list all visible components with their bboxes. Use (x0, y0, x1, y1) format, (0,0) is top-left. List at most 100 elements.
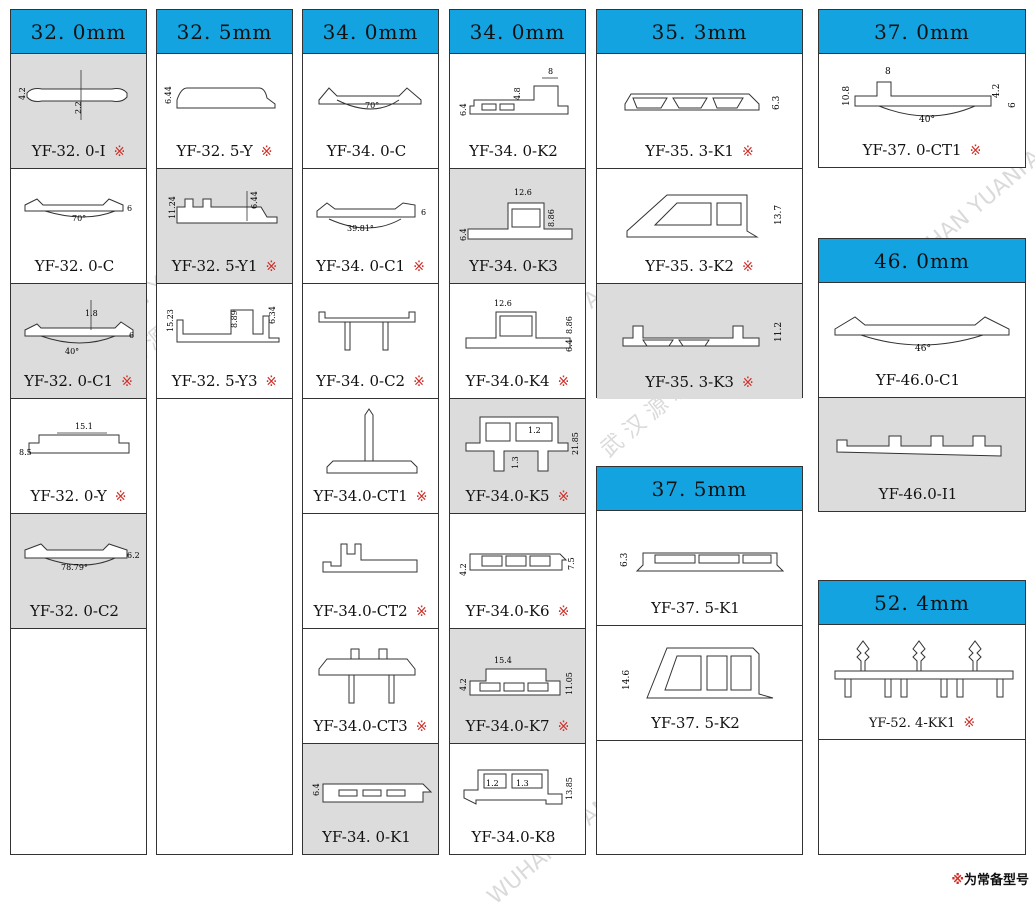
profile-drawing: 15.4 4.2 11.05 (459, 656, 574, 696)
dim-label: 8 (548, 67, 553, 76)
profile-drawing (834, 640, 1014, 698)
dim-label: 1.8 (85, 309, 98, 318)
profile-drawing: 6.3 (620, 552, 785, 572)
profile-label: YF-34. 0-K3 (469, 257, 558, 275)
dim-label: 46° (915, 344, 931, 354)
profile-cell: 1.8 40° 6 YF-32. 0-C1※ (11, 284, 146, 399)
profile-cell: 4.2 7.5 YF-34.0-K6※ (450, 514, 585, 629)
profile-cell: YF-34.0-CT1※ (303, 399, 438, 514)
profile-drawing: 14.6 (622, 647, 774, 699)
profile-label: YF-32. 0-C2 (30, 602, 119, 620)
dim-label: 6.34 (268, 306, 277, 324)
profile-drawing: 70° 6 (24, 198, 132, 223)
profile-drawing: 6.44 (164, 86, 276, 109)
dim-label: 12.6 (494, 299, 512, 308)
profile-cell: 15.4 4.2 11.05 YF-34.0-K7※ (450, 629, 585, 744)
profile-cell: 15.23 8.89 6.34 YF-32. 5-Y3※ (157, 284, 292, 399)
dim-label: 6.4 (312, 783, 321, 796)
profile-drawing (318, 648, 416, 704)
dim-label: 11.05 (565, 672, 574, 695)
profile-label: YF-32. 0-C (34, 257, 115, 275)
column-header: 32. 0mm (11, 10, 146, 54)
column-34-0-a: 34. 0mm 70° YF-34. 0-C 39.81° 6 YF-34. 0… (302, 9, 439, 855)
profile-drawing (322, 543, 418, 573)
profile-drawing: 1.2 1.3 13.85 (463, 769, 574, 805)
dim-label: 40° (919, 115, 935, 125)
dim-label: 11.24 (168, 196, 177, 219)
profile-label: YF-37. 0-CT1※ (862, 141, 982, 159)
column-37-0: 37. 0mm 8 10.8 4.2 6 40° YF-37. 0-CT1※ (818, 9, 1026, 168)
profile-label: YF-32. 0-Y※ (30, 487, 127, 505)
profile-cell: 6.4 YF-34. 0-K1 (303, 744, 438, 854)
profile-cell: 12.6 8.86 6.4 YF-34. 0-K3 (450, 169, 585, 284)
dim-label: 7.5 (567, 557, 576, 570)
dim-label: 6.3 (772, 95, 782, 110)
profile-drawing: 1.2 21.85 1.3 (465, 416, 580, 472)
profile-drawing (836, 435, 1002, 457)
profile-label: YF-34.0-K6※ (465, 602, 570, 620)
profile-label: YF-46.0-I1 (878, 485, 958, 503)
column-46-0: 46. 0mm 46° YF-46.0-C1 YF-46.0-I1 (818, 238, 1026, 512)
column-header: 37. 0mm (819, 10, 1025, 54)
profile-drawing (318, 311, 416, 351)
dim-label: 15.1 (75, 422, 93, 431)
column-header: 32. 5mm (157, 10, 292, 54)
dim-label: 13.85 (565, 777, 574, 800)
profile-cell: 12.6 8.86 6.4 YF-34.0-K4※ (450, 284, 585, 399)
profile-label: YF-34.0-K5※ (465, 487, 570, 505)
profile-drawing: 15.1 8.5 (19, 422, 130, 457)
profile-label: YF-37. 5-K2 (651, 714, 740, 732)
profile-drawing: 4.2 2.2 (18, 70, 128, 120)
dim-label: 6 (1008, 102, 1018, 108)
profile-cell: 46° YF-46.0-C1 (819, 283, 1025, 398)
dim-label: 6.4 (459, 228, 468, 241)
profile-label: YF-32. 0-I※ (31, 142, 126, 160)
profile-label: YF-35. 3-K1※ (645, 142, 754, 160)
dim-label: 4.2 (459, 563, 468, 576)
dim-label: 6 (129, 331, 134, 340)
profile-label: YF-37. 5-K1 (651, 599, 740, 617)
profile-drawing: 6.4 (312, 783, 433, 803)
dim-label: 2.2 (74, 101, 83, 114)
profile-label: YF-34.0-CT2※ (313, 602, 428, 620)
dim-label: 4.2 (18, 87, 27, 100)
dim-label: 4.8 (513, 87, 522, 100)
profile-label: YF-34.0-K8 (471, 828, 556, 846)
profile-drawing: 12.6 8.86 6.4 (465, 299, 574, 352)
dim-label: 21.85 (571, 432, 580, 455)
profile-cell: 6.44 YF-32. 5-Y※ (157, 54, 292, 169)
profile-drawing: 8 4.8 6.4 (459, 67, 569, 116)
dim-label: 6.2 (127, 551, 140, 560)
footnote: ※为常备型号 (951, 873, 1029, 888)
dim-label: 8 (885, 67, 891, 77)
dim-label: 1.3 (511, 456, 520, 469)
profile-cell: YF-46.0-I1 (819, 398, 1025, 511)
dim-label: 8.86 (547, 209, 556, 227)
profile-drawing: 15.23 8.89 6.34 (166, 306, 280, 343)
profile-cell: 13.7 YF-35. 3-K2※ (597, 169, 802, 284)
column-32-0: 32. 0mm 4.2 2.2 YF-32. 0-I※ 70° 6 YF-32.… (10, 9, 147, 855)
profile-cell: 6.3 YF-37. 5-K1 (597, 511, 802, 626)
dim-label: 39.81° (347, 224, 374, 233)
profile-label: YF-34. 0-K1 (322, 828, 411, 846)
dim-label: 40° (65, 347, 79, 356)
profile-cell: YF-34.0-CT3※ (303, 629, 438, 744)
profile-drawing: 78.79° 6.2 (24, 543, 140, 572)
profile-drawing: 12.6 8.86 6.4 (459, 188, 573, 241)
column-34-0-b: 34. 0mm 8 4.8 6.4 YF-34. 0-K2 12.6 8.86 … (449, 9, 586, 855)
dim-label: 15.4 (494, 656, 512, 665)
column-37-5: 37. 5mm 6.3 YF-37. 5-K1 14.6 YF-37. 5-K2 (596, 466, 803, 855)
column-52-4: 52. 4mm YF-52. 4-KK1※ (818, 580, 1026, 855)
profile-drawing: 4.2 7.5 (459, 553, 576, 576)
dim-label: 11.2 (774, 322, 784, 342)
profile-cell: 14.6 YF-37. 5-K2 (597, 626, 802, 741)
profile-drawing (326, 408, 418, 474)
column-header: 37. 5mm (597, 467, 802, 511)
dim-label: 8.5 (19, 448, 32, 457)
dim-label: 4.2 (992, 84, 1002, 98)
profile-cell: 8 4.8 6.4 YF-34. 0-K2 (450, 54, 585, 169)
profile-label: YF-35. 3-K3※ (645, 373, 754, 391)
profile-drawing: 11.2 (622, 322, 784, 347)
dim-label: 6 (421, 208, 426, 217)
dim-label: 10.8 (842, 86, 852, 106)
